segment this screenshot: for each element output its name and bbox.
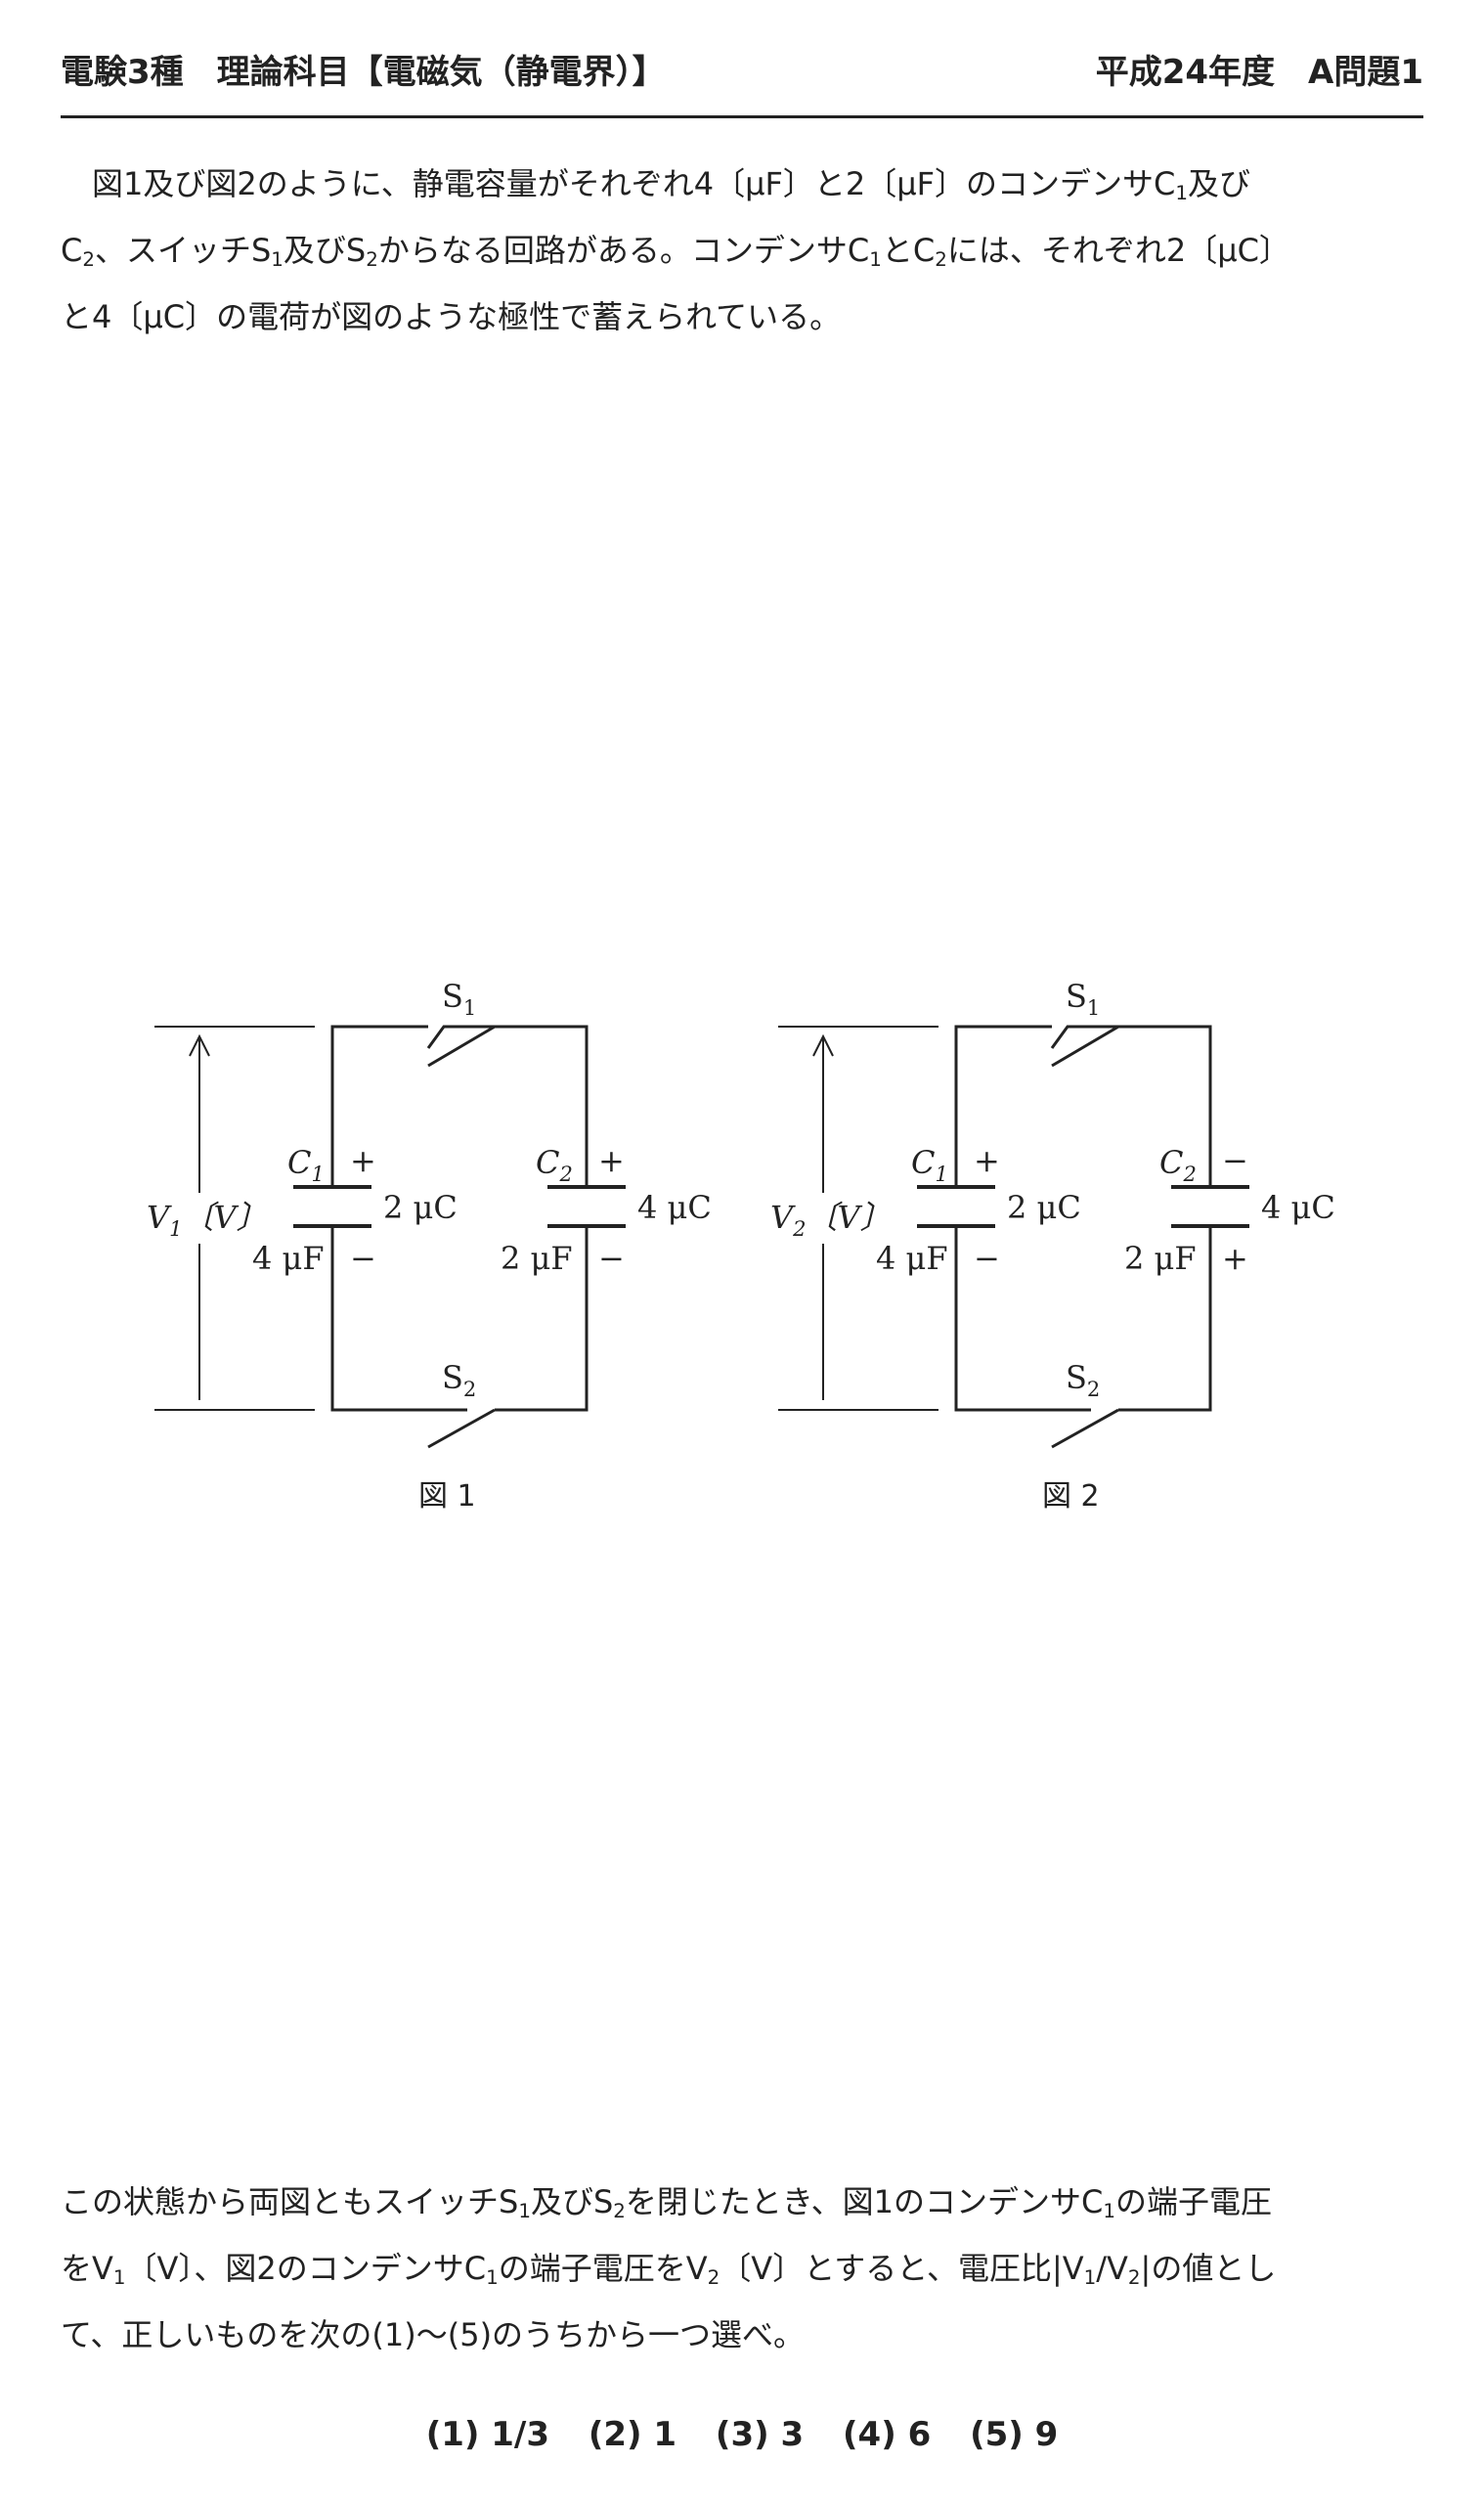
fig2-c2-bottom-polarity: +: [1222, 1240, 1248, 1277]
fig2-s1-label: S1: [1066, 978, 1100, 1020]
circuit-figures: S1 S2 V1〔V〕 C1 + − 2 μC 4 μF C2 + − 4 μC…: [0, 958, 1484, 1545]
fig2-switch-s2-blade: [1051, 1408, 1119, 1449]
choice-2[interactable]: (2) 1: [588, 2415, 677, 2454]
fig1-c2-label: C2: [536, 1144, 573, 1186]
fig1-voltage-label: V1〔V〕: [147, 1199, 268, 1241]
fig1-c2-capacitance: 2 μF: [501, 1240, 573, 1277]
fig1-wire-bottom-left: [330, 1228, 467, 1412]
fig1-c2-bottom-polarity: −: [598, 1240, 625, 1277]
figure-2: [778, 1025, 1249, 1449]
header-subject: 電験3種 理論科目【電磁気（静電界）】: [61, 52, 666, 92]
intro-line-2: C2、スイッチS1及びS2からなる回路がある。コンデンサC1とC2には、それぞれ…: [61, 232, 1290, 271]
fig2-c2-label: C2: [1159, 1144, 1197, 1186]
fig1-wire-bottom-right: [495, 1228, 589, 1412]
question-line-2: をV1〔V〕、図2のコンデンサC1の端子電圧をV2〔V〕とすると、電圧比|V1/…: [61, 2250, 1277, 2289]
fig1-wire-top-right: [426, 1025, 589, 1185]
fig2-c1-bottom-polarity: −: [974, 1240, 1000, 1277]
choice-4[interactable]: (4) 6: [843, 2415, 932, 2454]
fig2-c1-capacitance: 4 μF: [876, 1240, 948, 1277]
fig1-caption: 図 1: [418, 1479, 476, 1514]
choice-3[interactable]: (3) 3: [715, 2415, 805, 2454]
choice-5[interactable]: (5) 9: [970, 2415, 1059, 2454]
fig2-c2-top-polarity: −: [1222, 1142, 1248, 1179]
fig2-voltage-arrow-head: [812, 1033, 834, 1057]
figure-1-labels: S1 S2 V1〔V〕 C1 + − 2 μC 4 μF C2 + − 4 μC…: [147, 978, 712, 1514]
page-header: 電験3種 理論科目【電磁気（静電界）】 平成24年度 A問題1: [61, 39, 1423, 98]
figure-2-labels: S1 S2 V2〔V〕 C1 + − 2 μC 4 μF C2 − + 4 μC…: [770, 978, 1335, 1514]
answer-choices: (1) 1/3 (2) 1 (3) 3 (4) 6 (5) 9: [0, 2415, 1484, 2454]
fig2-c2-charge: 4 μC: [1261, 1189, 1335, 1226]
question-line-1: この状態から両図ともスイッチS1及びS2を閉じたとき、図1のコンデンサC1の端子…: [61, 2183, 1273, 2222]
fig2-wire-top-left: [954, 1025, 1052, 1185]
fig1-s2-label: S2: [442, 1359, 476, 1401]
fig2-c1-label: C1: [911, 1144, 948, 1186]
question-line-3: て、正しいものを次の(1)〜(5)のうちから一つ選べ。: [61, 2316, 806, 2353]
fig1-c2-top-polarity: +: [598, 1142, 625, 1179]
header-problem-id: 平成24年度 A問題1: [1095, 52, 1423, 92]
intro-line-1: 図1及び図2のように、静電容量がそれぞれ4〔μF〕と2〔μF〕のコンデンサC1及…: [92, 165, 1250, 204]
fig1-switch-s2-blade: [427, 1408, 496, 1449]
fig2-wire-bottom-left: [954, 1228, 1091, 1412]
fig2-s2-label: S2: [1066, 1359, 1100, 1401]
question-paragraph: この状態から両図ともスイッチS1及びS2を閉じたとき、図1のコンデンサC1の端子…: [61, 2169, 1423, 2368]
fig1-voltage-arrow-head: [189, 1033, 210, 1057]
fig1-c1-capacitance: 4 μF: [252, 1240, 325, 1277]
fig2-c2-capacitance: 2 μF: [1124, 1240, 1197, 1277]
fig2-wire-top-right: [1050, 1025, 1212, 1185]
intro-line-3: と4〔μC〕の電荷が図のような極性で蓄えられている。: [61, 298, 842, 335]
fig1-c1-label: C1: [287, 1144, 325, 1186]
fig2-voltage-label: V2〔V〕: [770, 1199, 892, 1241]
fig2-c1-charge: 2 μC: [1007, 1189, 1081, 1226]
intro-paragraph: 図1及び図2のように、静電容量がそれぞれ4〔μF〕と2〔μF〕のコンデンサC1及…: [61, 151, 1423, 350]
fig1-c1-charge: 2 μC: [383, 1189, 458, 1226]
fig2-c1-top-polarity: +: [974, 1142, 1000, 1179]
fig1-c1-bottom-polarity: −: [350, 1240, 376, 1277]
choice-1[interactable]: (1) 1/3: [425, 2415, 549, 2454]
fig1-switch-s1-blade: [427, 1025, 496, 1068]
figure-1: [154, 1025, 626, 1449]
fig2-switch-s1-blade: [1051, 1025, 1119, 1068]
header-divider: [61, 115, 1423, 118]
fig2-wire-bottom-right: [1118, 1228, 1212, 1412]
fig1-s1-label: S1: [442, 978, 476, 1020]
fig1-c2-charge: 4 μC: [637, 1189, 712, 1226]
fig1-c1-top-polarity: +: [350, 1142, 376, 1179]
circuit-figures-svg: S1 S2 V1〔V〕 C1 + − 2 μC 4 μF C2 + − 4 μC…: [147, 978, 1335, 1514]
fig1-wire-top-left: [330, 1025, 428, 1185]
fig2-caption: 図 2: [1042, 1479, 1100, 1514]
